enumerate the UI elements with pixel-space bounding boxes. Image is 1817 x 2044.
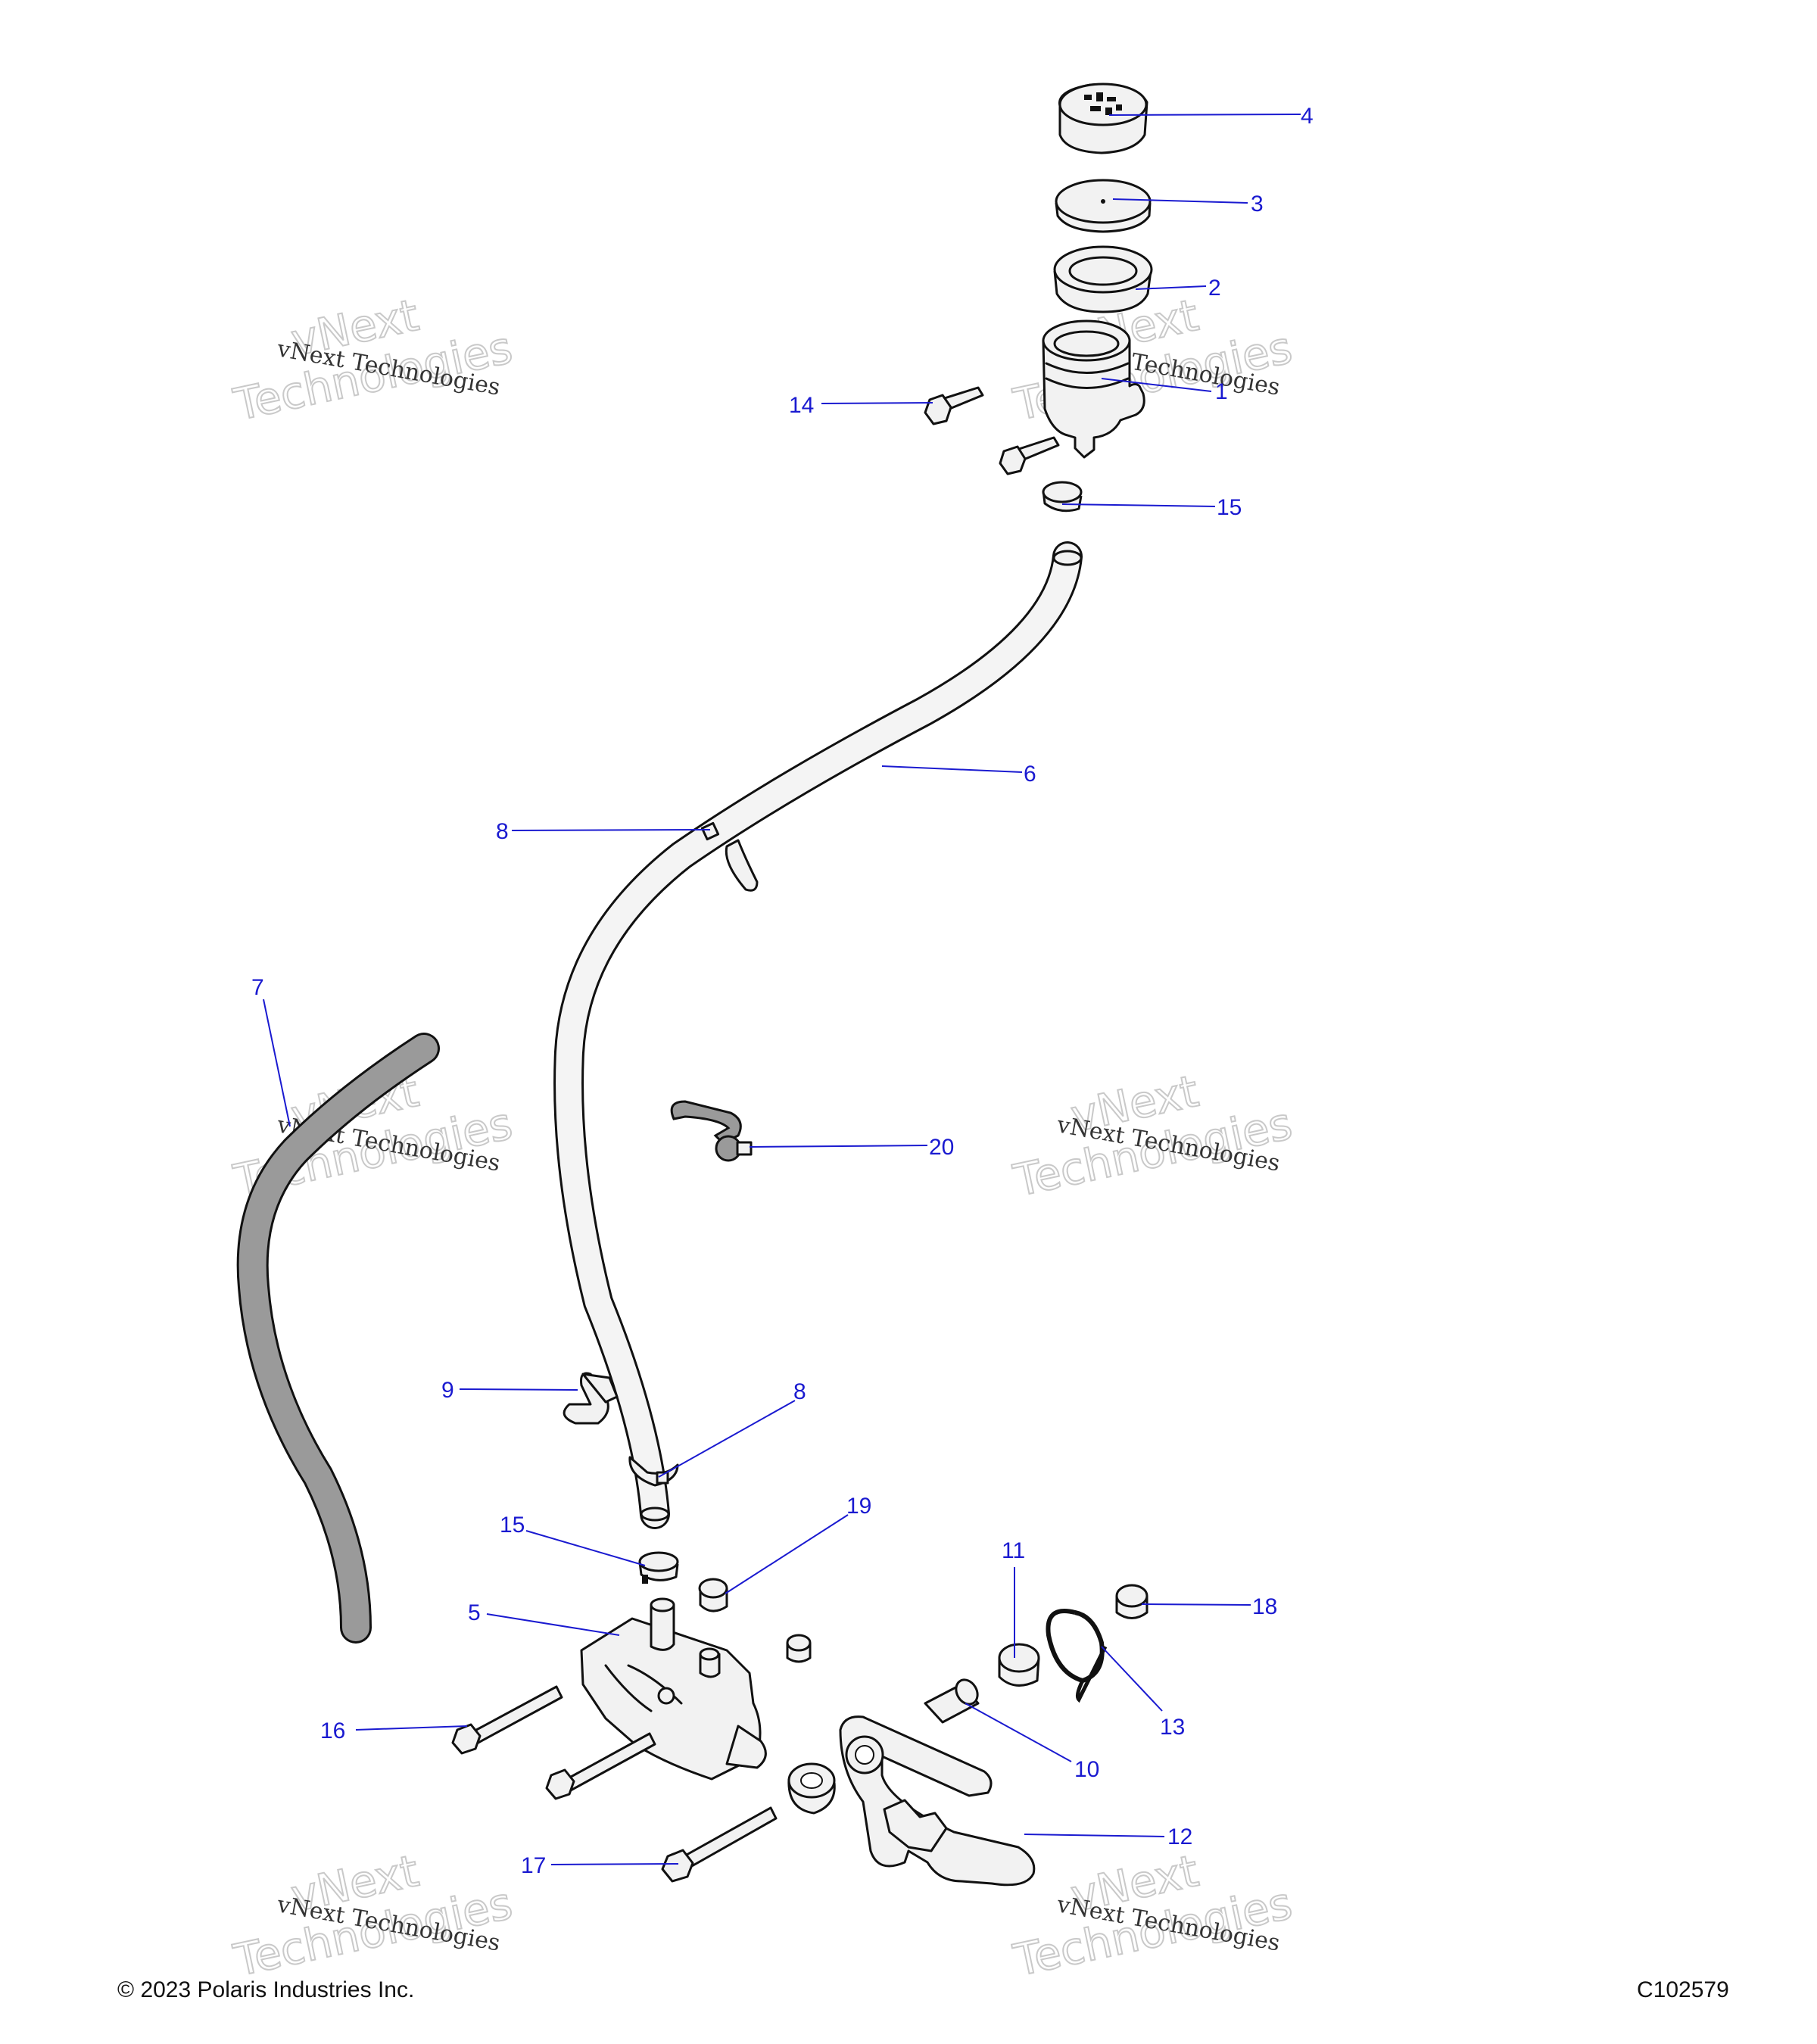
callout-16[interactable]: 16 bbox=[320, 1718, 345, 1743]
leader-2 bbox=[1135, 285, 1207, 290]
leader-16 bbox=[355, 1725, 468, 1731]
leader-4 bbox=[1108, 114, 1301, 116]
callout-18[interactable]: 18 bbox=[1252, 1594, 1277, 1619]
part-washer-mid bbox=[786, 1634, 812, 1663]
leader-5 bbox=[486, 1613, 620, 1636]
part-pin-10 bbox=[924, 1678, 980, 1724]
part-reservoir-cap bbox=[1058, 83, 1148, 154]
part-brake-pedal bbox=[839, 1715, 1036, 1887]
leader-3 bbox=[1112, 198, 1248, 204]
part-hose-tie-upper bbox=[700, 821, 759, 892]
leader-7 bbox=[263, 999, 291, 1127]
part-washer-lower bbox=[787, 1762, 836, 1815]
leader-15a bbox=[1061, 503, 1216, 507]
leader-14 bbox=[821, 402, 933, 404]
callout-10[interactable]: 10 bbox=[1074, 1757, 1099, 1782]
part-bushing-11 bbox=[998, 1643, 1040, 1687]
callout-12[interactable]: 12 bbox=[1167, 1824, 1192, 1849]
part-hose-dark bbox=[236, 1033, 440, 1644]
leader-15b bbox=[525, 1530, 646, 1566]
part-hose-clamp-lower bbox=[638, 1551, 679, 1584]
callout-19[interactable]: 19 bbox=[846, 1494, 871, 1519]
copyright-notice: © 2023 Polaris Industries Inc. bbox=[117, 1977, 415, 2002]
callout-8-lower[interactable]: 8 bbox=[793, 1379, 806, 1404]
part-diaphragm-plate bbox=[1055, 179, 1152, 233]
leader-13 bbox=[1101, 1646, 1163, 1712]
leader-1 bbox=[1101, 378, 1212, 392]
part-bolt-16 bbox=[451, 1685, 563, 1755]
callout-15-upper[interactable]: 15 bbox=[1217, 495, 1242, 520]
drawing-id: C102579 bbox=[1637, 1977, 1729, 2002]
watermark-bottom-right: vNext Technologies vNext Technologies bbox=[1008, 1844, 1298, 1987]
callout-15-lower[interactable]: 15 bbox=[500, 1513, 525, 1538]
part-hose-clamp-upper bbox=[1042, 481, 1083, 513]
watermark-top-left: vNext Technologies vNext Technologies bbox=[229, 288, 518, 432]
leader-17 bbox=[550, 1863, 679, 1865]
callout-13[interactable]: 13 bbox=[1160, 1715, 1185, 1740]
leader-20 bbox=[749, 1145, 928, 1148]
part-bolt-mid bbox=[545, 1732, 656, 1800]
leader-9 bbox=[459, 1388, 578, 1391]
callout-4[interactable]: 4 bbox=[1301, 104, 1314, 129]
leader-10 bbox=[965, 1703, 1072, 1762]
part-spring-13 bbox=[1046, 1609, 1108, 1703]
callout-3[interactable]: 3 bbox=[1251, 192, 1264, 217]
callout-1[interactable]: 1 bbox=[1215, 379, 1228, 404]
part-bushing-18 bbox=[1115, 1584, 1148, 1619]
watermark-bottom-left: vNext Technologies vNext Technologies bbox=[229, 1844, 518, 1987]
callout-9[interactable]: 9 bbox=[441, 1378, 454, 1403]
leader-18 bbox=[1141, 1603, 1251, 1606]
watermark-mid-right: vNext Technologies vNext Technologies bbox=[1008, 1064, 1298, 1207]
callout-8-upper[interactable]: 8 bbox=[496, 819, 509, 844]
callout-2[interactable]: 2 bbox=[1208, 276, 1221, 301]
callout-20[interactable]: 20 bbox=[929, 1135, 954, 1160]
callout-11[interactable]: 11 bbox=[1002, 1538, 1025, 1563]
part-bushing-19 bbox=[698, 1578, 728, 1612]
part-master-cylinder bbox=[580, 1597, 767, 1781]
callout-7[interactable]: 7 bbox=[251, 975, 264, 1000]
part-hose-long bbox=[553, 541, 1083, 1529]
leader-6 bbox=[881, 765, 1023, 773]
leader-8b bbox=[658, 1400, 796, 1478]
callout-14[interactable]: 14 bbox=[789, 393, 814, 418]
part-diaphragm-seal bbox=[1053, 245, 1153, 313]
callout-5[interactable]: 5 bbox=[468, 1600, 481, 1625]
part-clip-20 bbox=[670, 1100, 753, 1162]
callout-6[interactable]: 6 bbox=[1024, 762, 1036, 787]
part-bolt-17 bbox=[661, 1806, 778, 1883]
part-hose-tie-lower bbox=[628, 1456, 679, 1487]
leader-12 bbox=[1024, 1834, 1165, 1837]
callout-17[interactable]: 17 bbox=[521, 1853, 546, 1878]
part-reservoir bbox=[1042, 319, 1145, 459]
leader-19 bbox=[725, 1514, 849, 1594]
part-clamp-9 bbox=[563, 1372, 619, 1425]
